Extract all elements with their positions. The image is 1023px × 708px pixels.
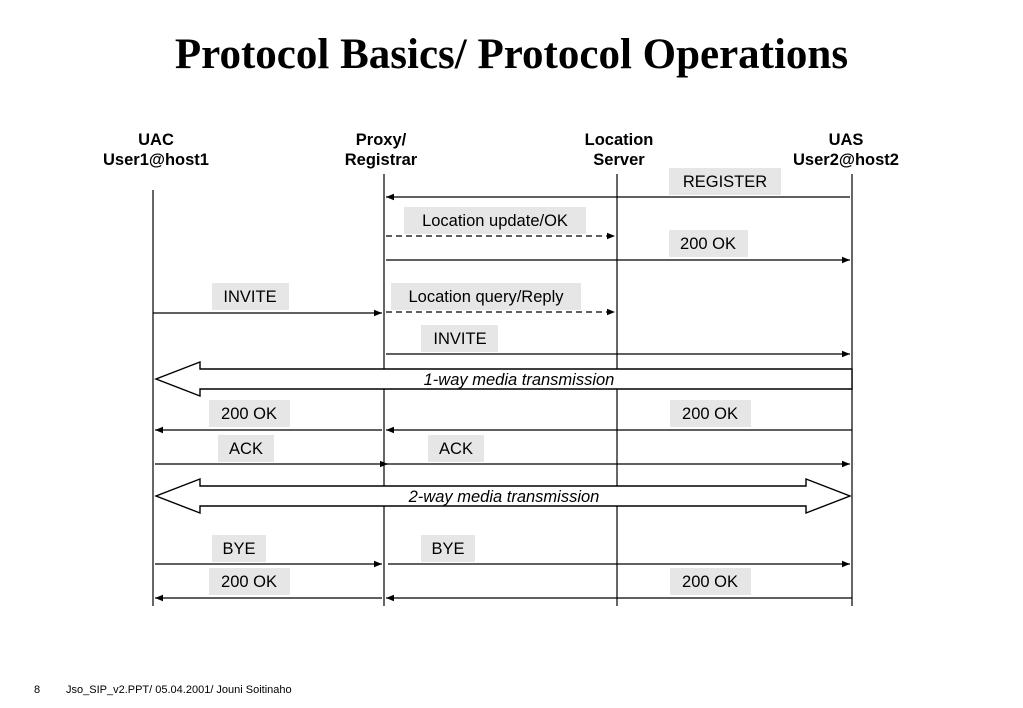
label-box-ack-uac [218,435,274,462]
arrow-one-way-media [154,360,853,398]
label-200ok-uas: 200 OK [682,405,738,423]
participant-location-role: Server [593,151,645,169]
label-box-ack-proxy [428,435,484,462]
label-box-bye-proxy [421,535,475,562]
label-box-200ok-uac [209,400,290,427]
footer-text: Jso_SIP_v2.PPT/ 05.04.2001/ Jouni Soitin… [66,684,292,696]
participant-proxy-name: Proxy/ [356,131,407,149]
participant-location-name: Location [585,131,654,149]
label-200ok-register: 200 OK [680,235,736,253]
page-number: 8 [34,684,41,696]
label-200ok-uac: 200 OK [221,405,277,423]
label-box-location-query [391,283,581,310]
label-ack-proxy: ACK [439,440,473,458]
label-box-invite-proxy [421,325,498,352]
label-one-way-media: 1-way media transmission [424,371,615,389]
label-bye-proxy: BYE [431,540,464,558]
label-box-location-update [404,207,586,234]
participant-uas-address: User2@host2 [793,151,899,169]
participant-uas-name: UAS [829,131,864,149]
label-location-query: Location query/Reply [408,288,564,306]
label-box-invite-uac [212,283,289,310]
slide-title: Protocol Basics/ Protocol Operations [174,31,849,78]
label-box-200ok-uas [670,400,751,427]
label-box-register [669,168,781,195]
label-bye-uac: BYE [222,540,255,558]
arrow-two-way-media [154,477,852,515]
label-box-200ok-bye-uac [209,568,290,595]
label-location-update: Location update/OK [422,212,568,230]
label-invite-uac: INVITE [223,288,276,306]
label-box-bye-uac [212,535,266,562]
label-ack-uac: ACK [229,440,263,458]
participant-uac-name: UAC [138,131,174,149]
label-200ok-bye-uac: 200 OK [221,573,277,591]
label-200ok-bye-uas: 200 OK [682,573,738,591]
label-box-200ok-register [669,230,748,257]
participant-uac-address: User1@host1 [103,151,209,169]
label-register: REGISTER [683,173,767,191]
label-box-200ok-bye-uas [670,568,751,595]
label-invite-proxy: INVITE [433,330,486,348]
label-two-way-media: 2-way media transmission [408,488,600,506]
participant-proxy-role: Registrar [345,151,418,169]
